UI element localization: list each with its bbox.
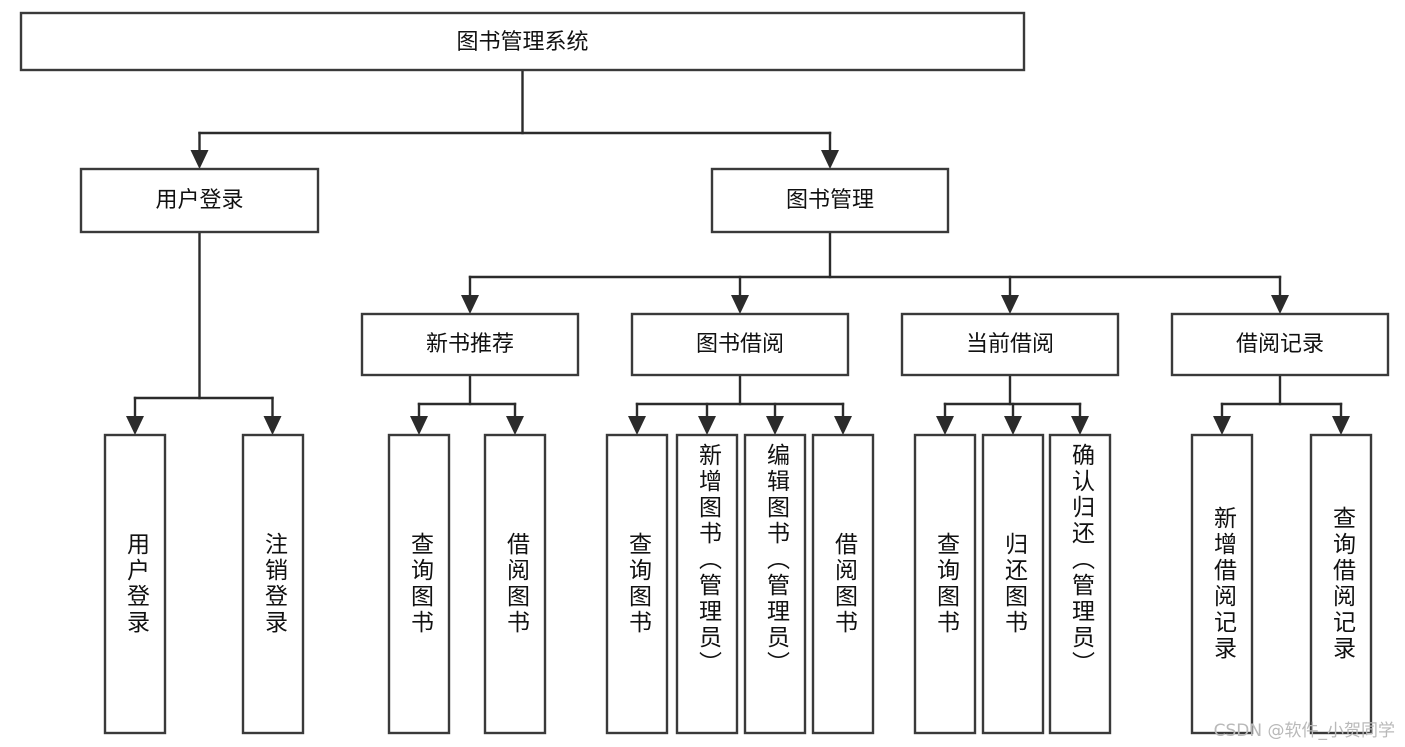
node-leaf-query-book-current[interactable]: 查询图书: [913, 433, 977, 735]
node-leaf-query-borrow-record-label-wrap: 查询借阅记录: [1328, 506, 1355, 662]
node-leaf-query-borrow-record-box[interactable]: [1309, 433, 1373, 735]
node-leaf-user-login-box[interactable]: [103, 433, 167, 735]
node-user-login-label: 用户登录: [155, 188, 243, 213]
node-current-borrow[interactable]: 当前借阅: [900, 312, 1120, 377]
node-leaf-return-book-label-wrap: 归还图书: [1000, 532, 1027, 636]
node-leaf-confirm-return-admin-label-wrap: 确认归还（管理员）: [1067, 443, 1094, 677]
node-leaf-query-book-current-box[interactable]: [913, 433, 977, 735]
node-leaf-query-book-recommend-label: 查询图书: [406, 532, 433, 636]
arrow-head-leaf-user-login: [126, 416, 144, 435]
arrow-head-leaf-confirm-return-admin: [1071, 416, 1089, 435]
node-new-book-recommend[interactable]: 新书推荐: [360, 312, 580, 377]
connector-layer: [126, 68, 1350, 435]
node-leaf-query-book-current-label: 查询图书: [932, 532, 959, 636]
node-leaf-add-borrow-record-label-wrap: 新增借阅记录: [1209, 506, 1236, 662]
arrow-head-leaf-edit-book-admin: [766, 416, 784, 435]
node-book-borrow[interactable]: 图书借阅: [630, 312, 850, 377]
arrow-head-leaf-borrow-book: [834, 416, 852, 435]
node-leaf-return-book-box[interactable]: [981, 433, 1045, 735]
node-leaf-edit-book-admin-box[interactable]: [743, 433, 807, 735]
node-book-borrow-label: 图书借阅: [696, 332, 784, 357]
arrow-head-leaf-add-borrow-record: [1213, 416, 1231, 435]
node-root[interactable]: 图书管理系统: [19, 11, 1026, 72]
node-leaf-add-book-admin-label-wrap: 新增图书（管理员）: [694, 443, 721, 677]
node-leaf-borrow-book-recommend-label-wrap: 借阅图书: [502, 532, 529, 636]
node-book-management[interactable]: 图书管理: [710, 167, 950, 234]
node-user-login-box[interactable]: [79, 167, 320, 234]
node-book-borrow-box[interactable]: [630, 312, 850, 377]
node-leaf-edit-book-admin-label: 编辑图书（管理员）: [762, 443, 789, 677]
node-leaf-logout-box[interactable]: [241, 433, 305, 735]
arrow-head-leaf-query-borrow-record: [1332, 416, 1350, 435]
arrow-head-leaf-borrow-book-recommend: [506, 416, 524, 435]
node-leaf-add-borrow-record-box[interactable]: [1190, 433, 1254, 735]
node-borrow-records[interactable]: 借阅记录: [1170, 312, 1390, 377]
node-book-management-label: 图书管理: [786, 188, 874, 213]
node-new-book-recommend-box[interactable]: [360, 312, 580, 377]
arrow-head-current-borrow: [1001, 295, 1019, 314]
node-leaf-logout[interactable]: 注销登录: [241, 433, 305, 735]
node-leaf-borrow-book-recommend-box[interactable]: [483, 433, 547, 735]
arrow-head-leaf-return-book: [1004, 416, 1022, 435]
node-leaf-return-book[interactable]: 归还图书: [981, 433, 1045, 735]
csdn-watermark: CSDN @软件_小贺同学: [1213, 721, 1395, 741]
node-leaf-query-book-borrow[interactable]: 查询图书: [605, 433, 669, 735]
node-leaf-borrow-book[interactable]: 借阅图书: [811, 433, 875, 735]
arrow-head-book-management: [821, 150, 839, 169]
node-leaf-add-borrow-record[interactable]: 新增借阅记录: [1190, 433, 1254, 735]
node-leaf-query-book-current-label-wrap: 查询图书: [932, 532, 959, 636]
node-leaf-borrow-book-recommend-label: 借阅图书: [502, 532, 529, 636]
arrow-head-book-borrow: [731, 295, 749, 314]
node-leaf-user-login-label-wrap: 用户登录: [122, 532, 149, 636]
node-leaf-borrow-book-label: 借阅图书: [830, 532, 857, 636]
arrow-head-leaf-add-book-admin: [698, 416, 716, 435]
node-leaf-add-book-admin[interactable]: 新增图书（管理员）: [675, 433, 739, 735]
node-root-label: 图书管理系统: [456, 30, 588, 55]
node-leaf-add-borrow-record-label: 新增借阅记录: [1209, 506, 1236, 662]
node-leaf-logout-label: 注销登录: [260, 532, 287, 636]
node-leaf-add-book-admin-box[interactable]: [675, 433, 739, 735]
node-current-borrow-box[interactable]: [900, 312, 1120, 377]
node-new-book-recommend-label: 新书推荐: [426, 332, 514, 357]
node-leaf-add-book-admin-label: 新增图书（管理员）: [694, 443, 721, 677]
node-leaf-confirm-return-admin[interactable]: 确认归还（管理员）: [1048, 433, 1112, 735]
node-leaf-query-borrow-record[interactable]: 查询借阅记录: [1309, 433, 1373, 735]
arrow-head-leaf-query-book-recommend: [410, 416, 428, 435]
arrow-head-leaf-query-book-current: [936, 416, 954, 435]
node-borrow-records-box[interactable]: [1170, 312, 1390, 377]
node-book-management-box[interactable]: [710, 167, 950, 234]
node-leaf-query-book-borrow-box[interactable]: [605, 433, 669, 735]
node-root-box[interactable]: [19, 11, 1026, 72]
node-layer: 图书管理系统 用户登录 图书管理 新书推荐 图书借阅: [19, 11, 1390, 735]
node-leaf-query-book-borrow-label: 查询图书: [624, 532, 651, 636]
node-current-borrow-label: 当前借阅: [966, 332, 1054, 357]
node-leaf-borrow-book-label-wrap: 借阅图书: [830, 532, 857, 636]
node-leaf-user-login[interactable]: 用户登录: [103, 433, 167, 735]
node-leaf-confirm-return-admin-label: 确认归还（管理员）: [1067, 443, 1094, 677]
node-leaf-return-book-label: 归还图书: [1000, 532, 1027, 636]
node-user-login[interactable]: 用户登录: [79, 167, 320, 234]
node-leaf-edit-book-admin[interactable]: 编辑图书（管理员）: [743, 433, 807, 735]
arrow-head-new-book-recommend: [461, 295, 479, 314]
node-borrow-records-label: 借阅记录: [1236, 332, 1324, 357]
node-leaf-confirm-return-admin-box[interactable]: [1048, 433, 1112, 735]
node-leaf-logout-label-wrap: 注销登录: [260, 532, 287, 636]
node-leaf-query-book-recommend-label-wrap: 查询图书: [406, 532, 433, 636]
node-leaf-borrow-book-box[interactable]: [811, 433, 875, 735]
node-leaf-query-book-recommend[interactable]: 查询图书: [387, 433, 451, 735]
arrow-head-leaf-query-book-borrow: [628, 416, 646, 435]
node-leaf-query-book-recommend-box[interactable]: [387, 433, 451, 735]
node-leaf-edit-book-admin-label-wrap: 编辑图书（管理员）: [762, 443, 789, 677]
arrow-head-leaf-logout: [263, 416, 282, 435]
node-leaf-user-login-label: 用户登录: [122, 532, 149, 636]
arrow-head-user-login: [190, 150, 209, 169]
node-leaf-borrow-book-recommend[interactable]: 借阅图书: [483, 433, 547, 735]
node-leaf-query-book-borrow-label-wrap: 查询图书: [624, 532, 651, 636]
node-leaf-query-borrow-record-label: 查询借阅记录: [1328, 506, 1355, 662]
arrow-head-borrow-records: [1271, 295, 1289, 314]
